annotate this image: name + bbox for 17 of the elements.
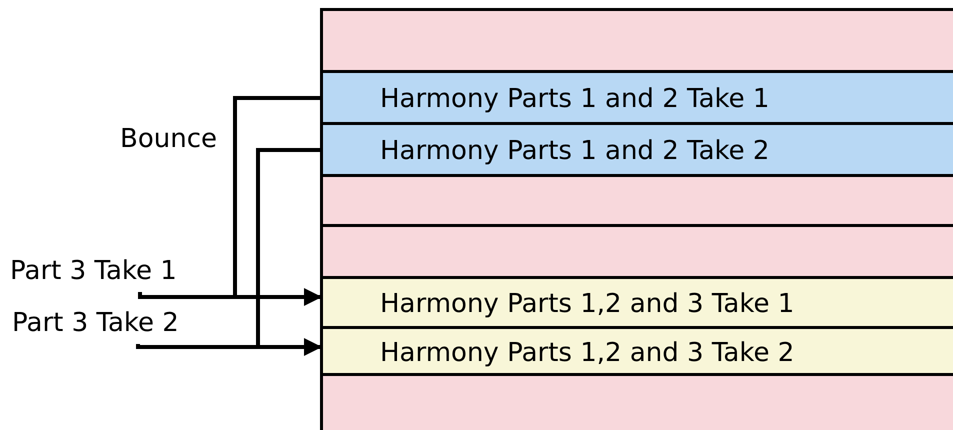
track-bar [320, 122, 953, 177]
track-bar [320, 276, 953, 329]
track-bar [320, 373, 953, 430]
arrow [233, 96, 322, 306]
input-label: Part 3 Take 1 [10, 256, 177, 286]
track-bar [320, 326, 953, 376]
track-label: Harmony Parts 1,2 and 3 Take 1 [380, 289, 794, 319]
track-label: Harmony Parts 1 and 2 Take 2 [380, 136, 770, 166]
track-bar [320, 174, 953, 227]
bounce-label: Bounce [120, 124, 217, 154]
track-bar [320, 8, 953, 73]
input-label: Part 3 Take 2 [12, 308, 179, 338]
track-label: Harmony Parts 1,2 and 3 Take 2 [380, 338, 794, 368]
track-label: Harmony Parts 1 and 2 Take 1 [380, 84, 770, 114]
track-bar [320, 224, 953, 279]
track-bar [320, 70, 953, 125]
arrow [256, 148, 322, 356]
